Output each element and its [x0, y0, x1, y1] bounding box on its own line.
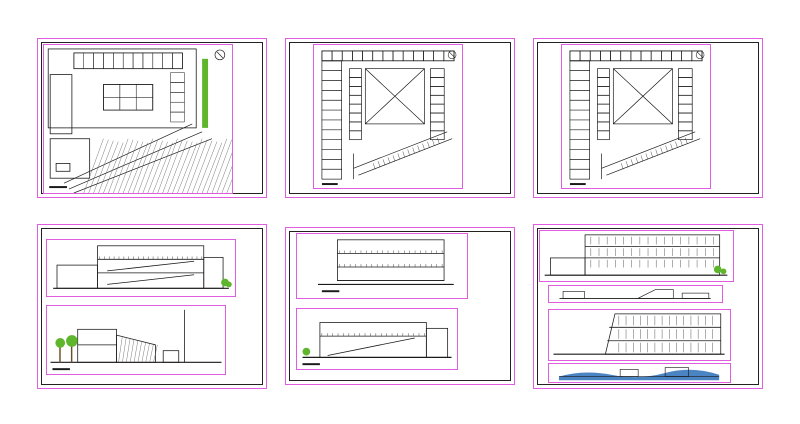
scale-bar-icon [302, 363, 320, 366]
green-strip [202, 58, 209, 128]
tree-icon [713, 265, 727, 275]
viewport-section-b [46, 305, 226, 375]
viewport-elevation-c [548, 309, 731, 361]
viewport-section-c [296, 233, 468, 299]
scale-bar-icon [49, 186, 67, 189]
sheet-border [537, 228, 759, 385]
floor-plan-drawing [321, 50, 457, 186]
water-strip [558, 369, 720, 381]
sheet-border [289, 231, 511, 381]
viewport-site-plan [43, 44, 233, 194]
elevation-c-drawing [553, 313, 725, 355]
sheet-border [537, 42, 759, 194]
elevation-d-drawing [558, 367, 720, 381]
sheet-floor-plan-1[interactable] [285, 38, 515, 198]
viewport-elevation-a [539, 230, 734, 282]
scale-bar-icon [321, 290, 340, 293]
north-arrow-icon [214, 49, 226, 61]
section-b-drawing [50, 309, 222, 371]
sheet-floor-plan-2[interactable] [533, 38, 763, 198]
viewport-floor-plan-1 [313, 44, 463, 189]
viewport-section-a [46, 239, 236, 297]
tree-icon [221, 278, 232, 288]
scale-bar-icon [321, 183, 338, 186]
scale-bar-icon [569, 183, 586, 186]
section-c-drawing [318, 239, 454, 293]
elevation-b-drawing [559, 289, 711, 299]
sheet-sections-2[interactable] [285, 227, 515, 385]
site-plan-drawing [47, 48, 232, 193]
north-arrow-icon [695, 50, 705, 60]
sheet-sections-1[interactable] [37, 224, 267, 389]
tree-icon [55, 335, 78, 363]
viewport-elevation-b [548, 285, 723, 303]
sheet-elevations[interactable] [533, 224, 763, 389]
viewport-floor-plan-2 [561, 44, 711, 189]
scale-bar-icon [52, 368, 70, 371]
sheet-site-plan[interactable] [37, 38, 267, 198]
sheet-border [289, 42, 511, 194]
viewport-elevation-d [548, 363, 731, 383]
floor-plan-drawing [569, 50, 705, 186]
section-d-drawing [302, 322, 452, 366]
section-a-drawing [53, 245, 232, 289]
viewport-section-d [296, 308, 458, 370]
elevation-a-drawing [544, 234, 728, 276]
sheet-border [41, 228, 263, 385]
tree-icon [302, 347, 311, 356]
north-arrow-icon [447, 50, 457, 60]
